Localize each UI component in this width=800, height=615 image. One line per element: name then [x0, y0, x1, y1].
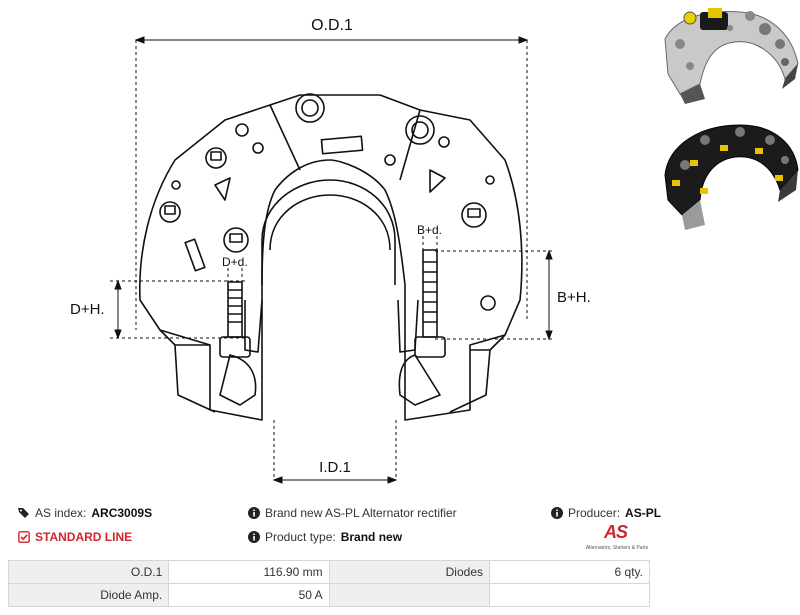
check-square-icon [18, 531, 30, 543]
id-label: I.D.1 [319, 459, 351, 476]
table-row: Diode Amp. 50 A [7, 583, 650, 607]
as-index-value: ARC3009S [91, 506, 153, 520]
bd-label: B+d. [417, 223, 442, 237]
product-type-value: Brand new [340, 530, 403, 544]
product-photo-top [664, 8, 799, 104]
spec-label: Diodes [328, 560, 491, 584]
standard-line-label: STANDARD LINE [35, 530, 133, 544]
product-type-label: Product type: [265, 530, 336, 544]
standard-line: STANDARD LINE [18, 530, 132, 544]
spec-label: O.D.1 [7, 560, 170, 584]
producer: Producer: AS-PL [551, 506, 661, 520]
product-type: Product type: Brand new [248, 530, 402, 544]
dh-label: D+H. [70, 301, 105, 318]
spec-value: 116.90 mm [168, 560, 330, 584]
spec-value: 6 qty. [489, 560, 650, 584]
rectifier-technical-drawing: O.D.1 I.D.1 D+H. B+H. D+d. B+d. [70, 17, 591, 484]
product-photo-bottom [664, 124, 799, 230]
as-index-label: AS index: [35, 506, 87, 520]
od-label: O.D.1 [311, 17, 353, 34]
as-index: AS index: ARC3009S [18, 506, 152, 520]
info-circle-icon [248, 531, 260, 543]
description-text: Brand new AS-PL Alternator rectifier [265, 506, 457, 520]
info-circle-icon [551, 507, 563, 519]
spec-label: Diode Amp. [7, 583, 170, 607]
rectifier-outline [138, 94, 523, 421]
logo-tagline: Alternators, Starters & Parts [585, 545, 649, 551]
spec-table: O.D.1 116.90 mm Diodes 6 qty. Diode Amp.… [7, 560, 650, 607]
dd-label: D+d. [222, 255, 248, 269]
producer-label: Producer: [568, 506, 621, 520]
spec-value [489, 583, 650, 607]
as-pl-logo: AS Alternators, Starters & Parts [582, 520, 652, 554]
tags-icon [18, 508, 29, 518]
table-row: O.D.1 116.90 mm Diodes 6 qty. [7, 560, 650, 584]
bh-label: B+H. [557, 289, 591, 306]
producer-value: AS-PL [625, 506, 662, 520]
logo-mark: AS [604, 522, 628, 542]
spec-value: 50 A [168, 583, 330, 607]
info-circle-icon [248, 507, 260, 519]
screw-right [422, 249, 438, 338]
product-description: Brand new AS-PL Alternator rectifier [248, 506, 457, 520]
spec-label [328, 583, 491, 607]
